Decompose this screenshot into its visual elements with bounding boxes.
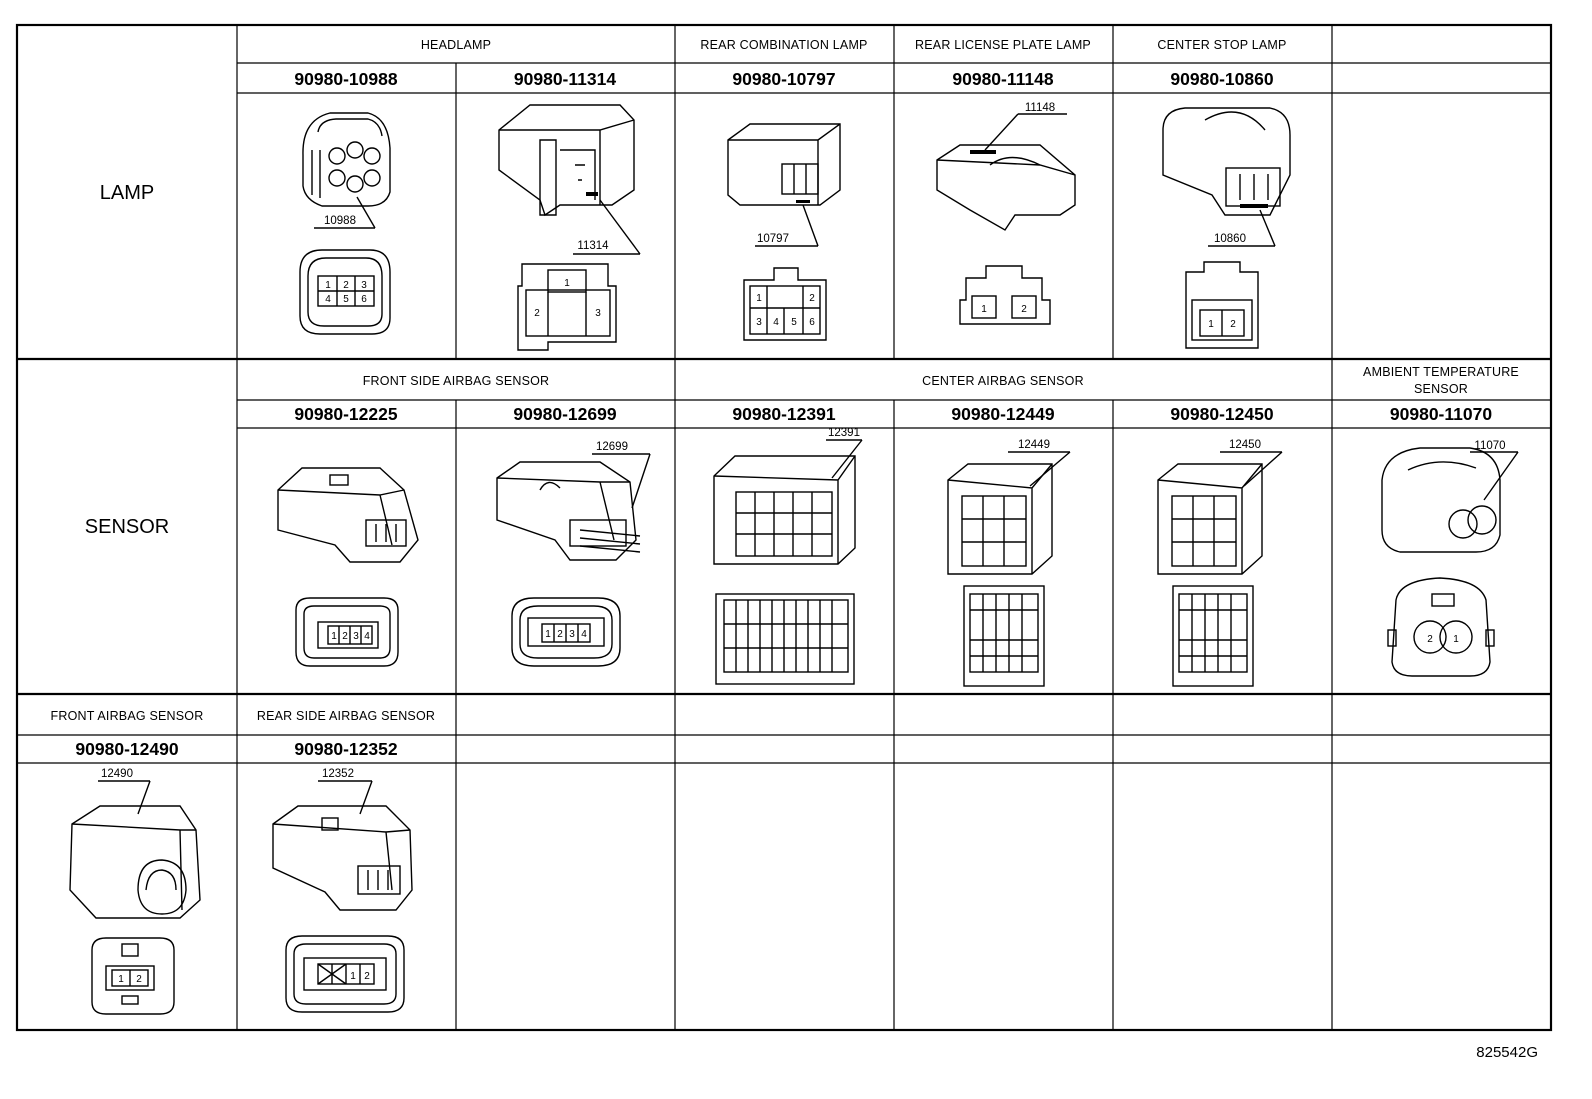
part-number: 90980-12391 — [732, 404, 835, 424]
pin-label: 2 — [342, 631, 348, 642]
part-number: 90980-10797 — [732, 69, 835, 89]
pin-label: 3 — [756, 317, 762, 328]
callout-label: 11148 — [1025, 102, 1055, 114]
category-sensor: SENSOR — [85, 516, 169, 538]
part-number: 90980-10988 — [294, 69, 397, 89]
pin-label: 2 — [136, 974, 142, 985]
header-front-airbag-sensor: FRONT AIRBAG SENSOR — [51, 709, 204, 723]
part-number: 90980-12699 — [513, 404, 616, 424]
pin-label: 2 — [534, 308, 540, 319]
table-grid — [15, 23, 1553, 1032]
header-rear-license-plate-lamp: REAR LICENSE PLATE LAMP — [915, 38, 1091, 52]
callout-label: 12391 — [828, 427, 860, 439]
pin-label: 1 — [756, 293, 762, 304]
pin-label: 3 — [569, 629, 575, 640]
header-ambient-temperature-sensor: SENSOR — [1414, 382, 1468, 396]
part-number: 90980-12490 — [75, 739, 178, 759]
callout-label: 12699 — [596, 441, 628, 453]
pin-label: 2 — [364, 971, 370, 982]
part-number: 90980-12225 — [294, 404, 397, 424]
part-number: 90980-12352 — [294, 739, 397, 759]
header-front-side-airbag-sensor: FRONT SIDE AIRBAG SENSOR — [363, 374, 550, 388]
callout-label: 10988 — [324, 215, 356, 227]
callout-label: 11070 — [1474, 440, 1505, 452]
callout-label: 12449 — [1018, 439, 1050, 451]
pin-label: 5 — [343, 294, 349, 305]
pin-label: 2 — [1230, 319, 1236, 330]
header-ambient-temperature: AMBIENT TEMPERATURE — [1363, 365, 1519, 379]
connector-12699-drawing: 12699 1 2 3 4 — [496, 441, 651, 667]
pin-label: 2 — [557, 629, 563, 640]
connector-12450-drawing: 12450 — [1157, 439, 1283, 687]
connector-10860-drawing: 10860 1 2 — [1162, 107, 1291, 349]
part-number: 90980-12450 — [1170, 404, 1273, 424]
pin-label: 6 — [361, 294, 367, 305]
pin-label: 1 — [350, 971, 356, 982]
pin-label: 1 — [331, 631, 337, 642]
pin-label: 4 — [364, 631, 370, 642]
pin-label: 1 — [118, 974, 124, 985]
callout-label: 11314 — [577, 240, 609, 252]
header-center-stop-lamp: CENTER STOP LAMP — [1157, 38, 1286, 52]
part-number: 90980-11314 — [514, 69, 616, 89]
pin-label: 1 — [981, 304, 987, 315]
figure-id: 825542G — [1476, 1044, 1538, 1061]
connector-10797-drawing: 10797 1 2 3 4 5 6 — [727, 123, 841, 341]
pin-label: 3 — [595, 308, 601, 319]
part-number: 90980-12449 — [951, 404, 1054, 424]
connector-12391-drawing: 12391 — [713, 427, 863, 685]
callout-label: 12490 — [101, 768, 133, 780]
category-lamp: LAMP — [100, 182, 154, 204]
callout-label: 10797 — [757, 233, 789, 245]
header-rear-side-airbag-sensor: REAR SIDE AIRBAG SENSOR — [257, 709, 435, 723]
connector-10988-drawing: 10988 1 2 3 4 5 6 — [299, 112, 391, 335]
connector-12225-drawing: 1 2 3 4 — [277, 467, 419, 667]
header-rear-combination-lamp: REAR COMBINATION LAMP — [700, 38, 867, 52]
pin-label: 1 — [564, 278, 570, 289]
pin-label: 1 — [1208, 319, 1214, 330]
pin-label: 3 — [361, 280, 367, 291]
pin-label: 1 — [1453, 634, 1459, 645]
header-center-airbag-sensor: CENTER AIRBAG SENSOR — [922, 374, 1084, 388]
pin-label: 2 — [343, 280, 349, 291]
connector-12352-drawing: 12352 1 2 — [272, 768, 413, 1013]
pin-label: 4 — [581, 629, 587, 640]
part-number: 90980-11070 — [1390, 404, 1492, 424]
part-number: 90980-11148 — [952, 69, 1053, 89]
pin-label: 4 — [773, 317, 779, 328]
connector-12490-drawing: 12490 1 2 — [69, 768, 201, 1015]
header-headlamp: HEADLAMP — [421, 38, 491, 52]
pin-label: 1 — [545, 629, 551, 640]
pin-label: 1 — [325, 280, 331, 291]
part-number: 90980-10860 — [1170, 69, 1273, 89]
pin-label: 2 — [1427, 634, 1433, 645]
pin-label: 3 — [353, 631, 359, 642]
pin-label: 2 — [1021, 304, 1027, 315]
connector-11070-drawing: 11070 2 1 — [1381, 440, 1519, 677]
callout-label: 12450 — [1229, 439, 1261, 451]
connector-11314-drawing: 11314 1 2 3 — [498, 104, 641, 351]
callout-label: 10860 — [1214, 233, 1246, 245]
pin-label: 2 — [809, 293, 815, 304]
callout-label: 12352 — [322, 768, 354, 780]
pin-label: 6 — [809, 317, 815, 328]
connector-11148-drawing: 11148 1 2 — [936, 102, 1076, 325]
connector-12449-drawing: 12449 — [947, 439, 1071, 687]
pin-label: 4 — [325, 294, 331, 305]
pin-label: 5 — [791, 317, 797, 328]
